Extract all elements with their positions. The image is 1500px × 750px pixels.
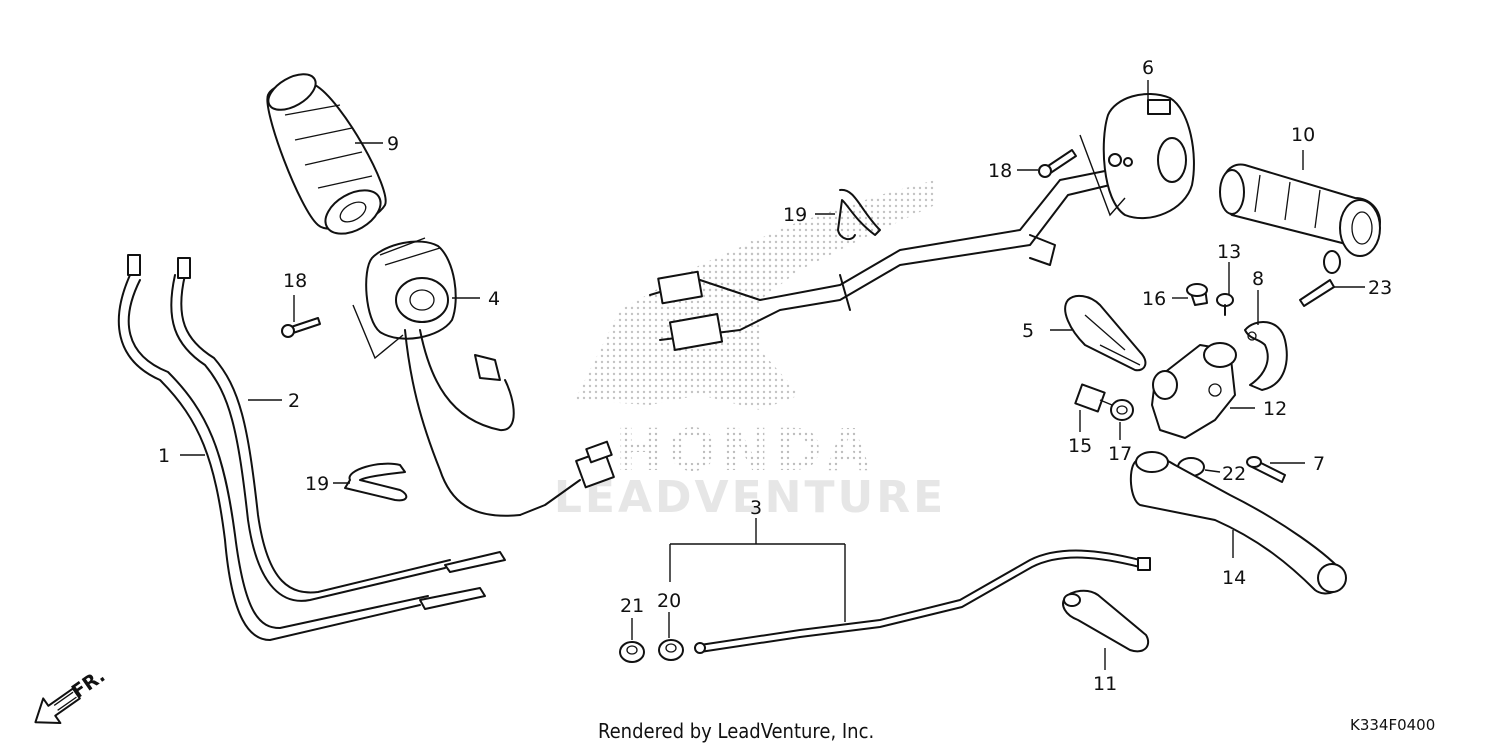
part-clamp-left [344, 462, 408, 502]
part-adjuster-15 [1074, 383, 1113, 413]
part-left-connector [519, 440, 615, 516]
callout-18-left: 18 [283, 270, 307, 292]
part-screw-13 [1216, 293, 1234, 316]
part-main-harness [649, 169, 1111, 351]
part-lever-cover [1064, 294, 1147, 372]
part-clamp-right [837, 188, 881, 241]
callout-9: 9 [387, 133, 399, 155]
part-left-grip [266, 73, 387, 235]
watermark-leadventure-text: LEADVENTURE [554, 472, 946, 523]
part-lever-holder [1244, 321, 1288, 391]
callout-7: 7 [1313, 453, 1325, 475]
callout-5: 5 [1022, 320, 1034, 342]
render-credit: Rendered by LeadVenture, Inc. [598, 719, 874, 743]
part-pin-16 [1186, 283, 1208, 306]
callout-17: 17 [1108, 443, 1132, 465]
front-direction-arrow-icon [34, 687, 81, 725]
part-pin-7 [1246, 456, 1286, 483]
part-throttle-cables [117, 254, 506, 641]
callout-8: 8 [1252, 268, 1264, 290]
callout-13: 13 [1217, 241, 1241, 263]
callout-19-right: 19 [783, 204, 807, 226]
callout-18-right: 18 [988, 160, 1012, 182]
callout-12: 12 [1263, 398, 1287, 420]
part-right-grip [1219, 163, 1381, 257]
callout-6: 6 [1142, 57, 1154, 79]
callout-20: 20 [657, 590, 681, 612]
callout-14: 14 [1222, 567, 1246, 589]
callout-1: 1 [158, 445, 170, 467]
callout-15: 15 [1068, 435, 1092, 457]
honda-wing-watermark [575, 180, 935, 410]
part-nut-17 [1110, 399, 1134, 421]
part-screw-right [1038, 149, 1077, 178]
callout-4: 4 [488, 288, 500, 310]
part-left-switch [365, 237, 521, 517]
part-cable-boot [1062, 589, 1150, 653]
callout-2: 2 [288, 390, 300, 412]
part-nut-21 [619, 641, 645, 663]
leader-lines [180, 80, 1365, 670]
watermark-brand-text: HONDA [615, 416, 874, 484]
callout-22: 22 [1222, 463, 1246, 485]
part-lever-bracket [1151, 342, 1237, 439]
part-nut-20 [658, 639, 684, 661]
callout-21: 21 [620, 595, 644, 617]
part-bolt-23 [1299, 250, 1341, 307]
callout-19-left: 19 [305, 473, 329, 495]
callout-11: 11 [1093, 673, 1117, 695]
part-clutch-cable [694, 549, 1151, 654]
callout-10: 10 [1291, 124, 1315, 146]
part-right-switch [1102, 93, 1195, 220]
callout-23: 23 [1368, 277, 1392, 299]
part-clutch-lever [1129, 451, 1347, 595]
callout-3: 3 [750, 497, 762, 519]
callout-16: 16 [1142, 288, 1166, 310]
diagram-code: K334F0400 [1350, 716, 1435, 734]
part-screw-left [281, 317, 321, 338]
